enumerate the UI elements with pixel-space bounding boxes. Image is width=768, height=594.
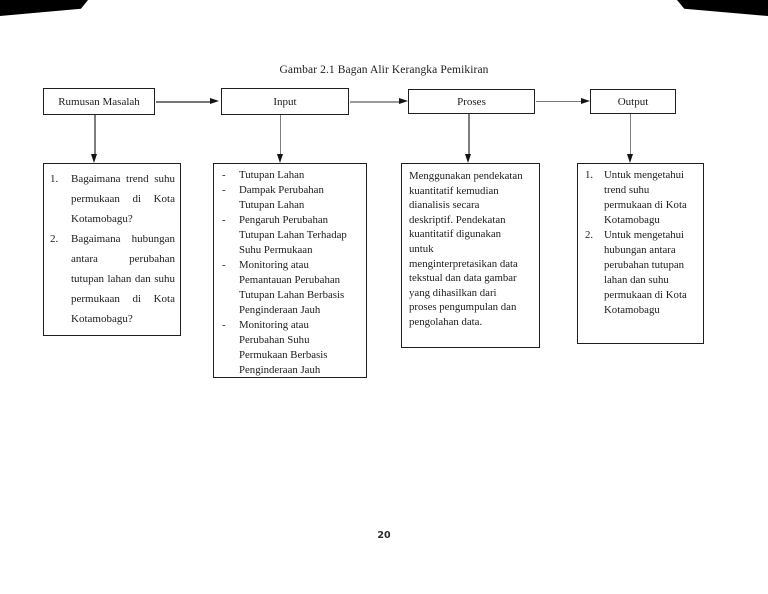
flow-box-proses: Proses bbox=[408, 89, 535, 114]
scan-artifact-top-left bbox=[0, 0, 88, 16]
list-item: 1. Untuk mengetahui trend suhu permukaan… bbox=[585, 168, 700, 228]
arrow-right-icon bbox=[210, 98, 219, 104]
arrow-down-icon bbox=[465, 154, 472, 163]
flow-box-label: Rumusan Masalah bbox=[58, 95, 140, 108]
list-item-text: Bagaimana hubungan antara perubahan tutu… bbox=[71, 233, 175, 325]
list-item: 1. Bagaimana trend suhu permukaan di Kot… bbox=[50, 169, 175, 229]
list-item: 2. Untuk mengetahui hubungan antara peru… bbox=[585, 228, 700, 318]
list-bullet: - bbox=[222, 259, 226, 271]
list-bullet: - bbox=[222, 169, 226, 181]
list-number: 1. bbox=[50, 173, 59, 185]
connector-output-down bbox=[629, 114, 631, 154]
list-item: - Tutupan Lahan bbox=[222, 168, 353, 183]
flow-box-input: Input bbox=[221, 88, 349, 115]
list-item: - Monitoring atau Perubahan Suhu Permuka… bbox=[222, 318, 353, 378]
connector-rumusan-down bbox=[94, 115, 96, 154]
arrow-down-icon bbox=[276, 154, 283, 163]
list-item-text: Monitoring atau Pemantauan Perubahan Tut… bbox=[239, 259, 345, 316]
flow-box-label: Output bbox=[617, 95, 649, 108]
list-item: 2. Bagaimana hubungan antara perubahan t… bbox=[50, 229, 175, 329]
flow-box-label: Proses bbox=[457, 95, 486, 108]
connector-input-down bbox=[279, 115, 281, 154]
detail-box-output: 1. Untuk mengetahui trend suhu permukaan… bbox=[577, 163, 704, 344]
scan-artifact-top-right bbox=[677, 0, 768, 16]
arrow-down-icon bbox=[91, 154, 98, 163]
list-number: 2. bbox=[585, 229, 594, 241]
list-item: - Pengaruh Perubahan Tutupan Lahan Terha… bbox=[222, 213, 353, 258]
connector-input-to-proses bbox=[350, 101, 399, 103]
flow-box-output: Output bbox=[590, 89, 676, 114]
list-item-text: Monitoring atau Perubahan Suhu Permukaan… bbox=[239, 319, 328, 376]
page-number: 20 bbox=[377, 530, 391, 541]
list-bullet: - bbox=[222, 319, 226, 331]
arrow-right-icon bbox=[399, 98, 408, 104]
list-number: 1. bbox=[585, 169, 594, 181]
detail-box-rumusan-masalah: 1. Bagaimana trend suhu permukaan di Kot… bbox=[43, 163, 181, 336]
arrow-down-icon bbox=[626, 154, 633, 163]
list-item-text: Pengaruh Perubahan Tutupan Lahan Terhada… bbox=[239, 214, 347, 256]
flow-box-rumusan-masalah: Rumusan Masalah bbox=[43, 88, 155, 115]
flow-box-label: Input bbox=[273, 95, 297, 108]
list-bullet: - bbox=[222, 214, 226, 226]
arrow-right-icon bbox=[581, 97, 590, 104]
paragraph-text: Menggunakan pendekatan kuantitatif kemud… bbox=[409, 170, 523, 328]
list-item-text: Untuk mengetahui trend suhu permukaan di… bbox=[604, 169, 687, 226]
detail-box-input: - Tutupan Lahan - Dampak Perubahan Tutup… bbox=[213, 163, 367, 378]
list-item-text: Dampak Perubahan Tutupan Lahan bbox=[239, 184, 324, 211]
list-item: - Monitoring atau Pemantauan Perubahan T… bbox=[222, 258, 353, 318]
list-item-text: Bagaimana trend suhu permukaan di Kota K… bbox=[71, 173, 175, 225]
list-item-text: Untuk mengetahui hubungan antara perubah… bbox=[604, 229, 687, 316]
detail-box-proses: Menggunakan pendekatan kuantitatif kemud… bbox=[401, 163, 540, 348]
list-bullet: - bbox=[222, 184, 226, 196]
figure-caption: Gambar 2.1 Bagan Alir Kerangka Pemikiran bbox=[279, 64, 489, 76]
list-item: - Dampak Perubahan Tutupan Lahan bbox=[222, 183, 353, 213]
connector-proses-to-output bbox=[536, 100, 581, 102]
list-item-text: Tutupan Lahan bbox=[239, 169, 305, 181]
connector-proses-down bbox=[468, 114, 470, 154]
connector-rumusan-to-input bbox=[156, 101, 210, 103]
list-number: 2. bbox=[50, 233, 59, 245]
